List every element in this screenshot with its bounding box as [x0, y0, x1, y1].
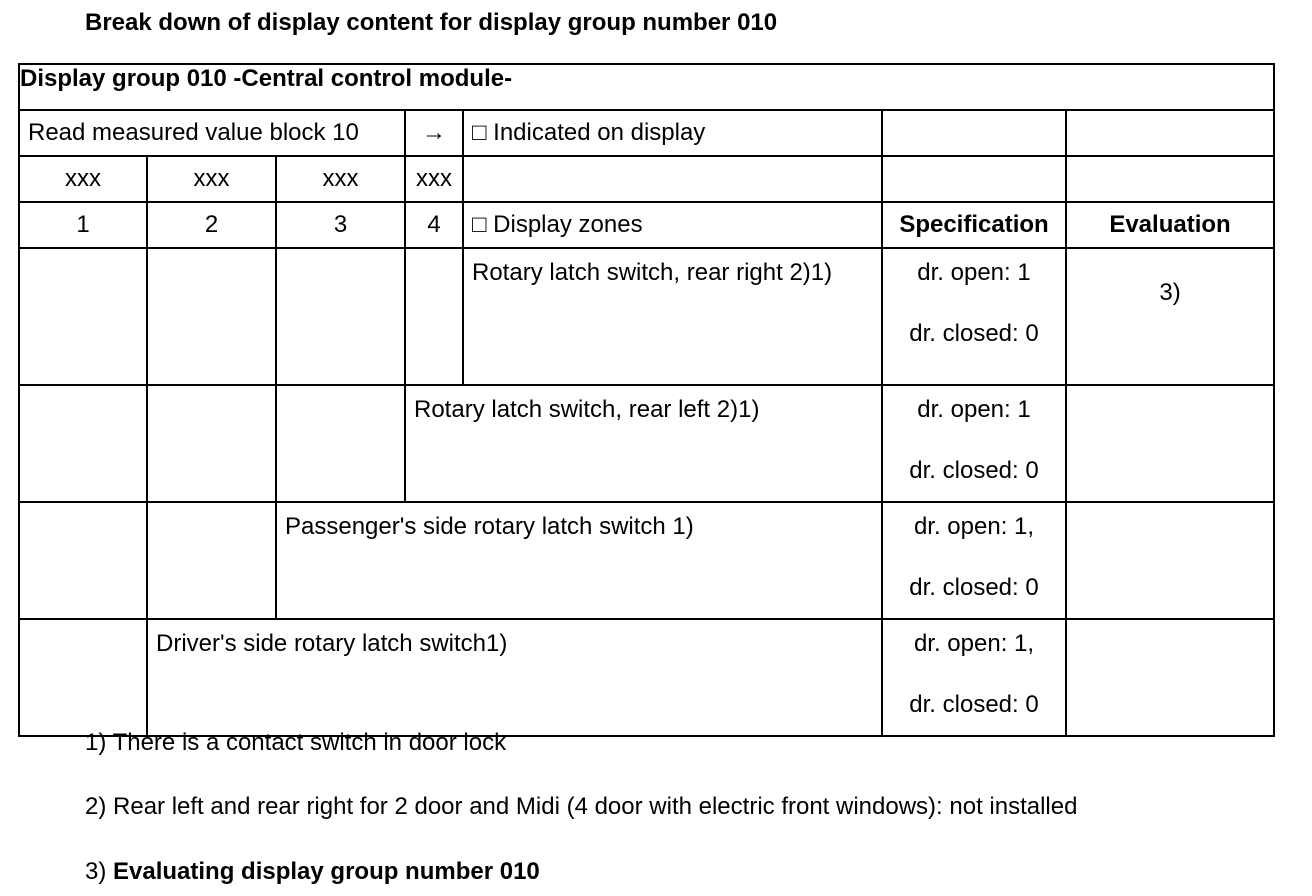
table-row: Passenger's side rotary latch switch 1) … — [18, 501, 1276, 620]
spec-open: dr. open: 1 — [917, 259, 1031, 286]
evaluation-cell: 3) — [1064, 247, 1276, 386]
empty-cell — [18, 501, 148, 620]
spec-closed: dr. closed: 0 — [909, 320, 1039, 347]
table-row: Rotary latch switch, rear right 2)1) dr.… — [18, 247, 1276, 386]
evaluation-cell — [1064, 384, 1276, 503]
evaluation-header: Evaluation — [1064, 201, 1276, 249]
arrow-icon: → — [404, 109, 464, 157]
display-zones-label: □ Display zones — [462, 201, 883, 249]
read-block-row: Read measured value block 10 → □ Indicat… — [18, 109, 1276, 157]
field-number-row: 1 2 3 4 □ Display zones Specification Ev… — [18, 201, 1276, 249]
placeholder-4: xxx — [404, 155, 464, 203]
placeholder-2: xxx — [146, 155, 277, 203]
field-number-3: 3 — [275, 201, 406, 249]
spec-cell: dr. open: 1 dr. closed: 0 — [881, 384, 1067, 503]
empty-cell — [18, 247, 148, 386]
zone-rear-left: Rotary latch switch, rear left 2)1) — [404, 384, 883, 503]
footnote-3: 3) Evaluating display group number 010 — [85, 858, 540, 886]
empty-cell — [275, 247, 406, 386]
group-title-row: Display group 010 -Central control modul… — [17, 63, 1276, 111]
footnote-2: 2) Rear left and rear right for 2 door a… — [85, 793, 1078, 820]
empty-cell — [881, 155, 1067, 203]
empty-cell — [146, 501, 277, 620]
zone-passenger: Passenger's side rotary latch switch 1) — [275, 501, 883, 620]
empty-cell — [18, 618, 148, 737]
placeholder-3: xxx — [275, 155, 406, 203]
page-title: Break down of display content for displa… — [85, 9, 778, 36]
empty-cell — [1064, 155, 1276, 203]
spec-open: dr. open: 1 — [917, 396, 1031, 423]
footnote-3-title: Evaluating display group number 010 — [113, 858, 540, 885]
group-title-cell: Display group 010 -Central control modul… — [17, 63, 1276, 111]
spec-closed: dr. closed: 0 — [909, 574, 1039, 601]
footnote-3-prefix: 3) — [85, 858, 114, 885]
empty-cell — [146, 247, 277, 386]
evaluation-cell — [1064, 501, 1276, 620]
field-number-2: 2 — [146, 201, 277, 249]
spec-closed: dr. closed: 0 — [909, 457, 1039, 484]
spec-open: dr. open: 1, — [913, 630, 1035, 657]
read-block-label: Read measured value block 10 — [18, 109, 406, 157]
indicated-label: □ Indicated on display — [462, 109, 883, 157]
spec-cell: dr. open: 1, dr. closed: 0 — [881, 501, 1067, 620]
empty-cell — [18, 384, 148, 503]
empty-cell — [881, 109, 1067, 157]
zone-driver: Driver's side rotary latch switch1) — [146, 618, 883, 737]
empty-cell — [146, 384, 277, 503]
spec-cell: dr. open: 1, dr. closed: 0 — [881, 618, 1067, 737]
evaluation-cell — [1064, 618, 1276, 737]
empty-cell — [275, 384, 406, 503]
placeholder-row: xxx xxx xxx xxx — [18, 155, 1276, 203]
display-group-table: Display group 010 -Central control modul… — [17, 63, 1276, 737]
spec-open: dr. open: 1, — [913, 513, 1035, 540]
footnote-1: 1) There is a contact switch in door loc… — [85, 729, 507, 756]
zone-rear-right: Rotary latch switch, rear right 2)1) — [462, 247, 883, 386]
empty-cell — [1064, 109, 1276, 157]
empty-cell — [404, 247, 464, 386]
spec-cell: dr. open: 1 dr. closed: 0 — [881, 247, 1067, 386]
placeholder-1: xxx — [18, 155, 148, 203]
table-row: Rotary latch switch, rear left 2)1) dr. … — [18, 384, 1276, 503]
field-number-4: 4 — [404, 201, 464, 249]
table-row: Driver's side rotary latch switch1) dr. … — [18, 618, 1276, 737]
empty-cell — [462, 155, 883, 203]
field-number-1: 1 — [18, 201, 148, 249]
spec-closed: dr. closed: 0 — [909, 691, 1039, 718]
specification-header: Specification — [881, 201, 1067, 249]
